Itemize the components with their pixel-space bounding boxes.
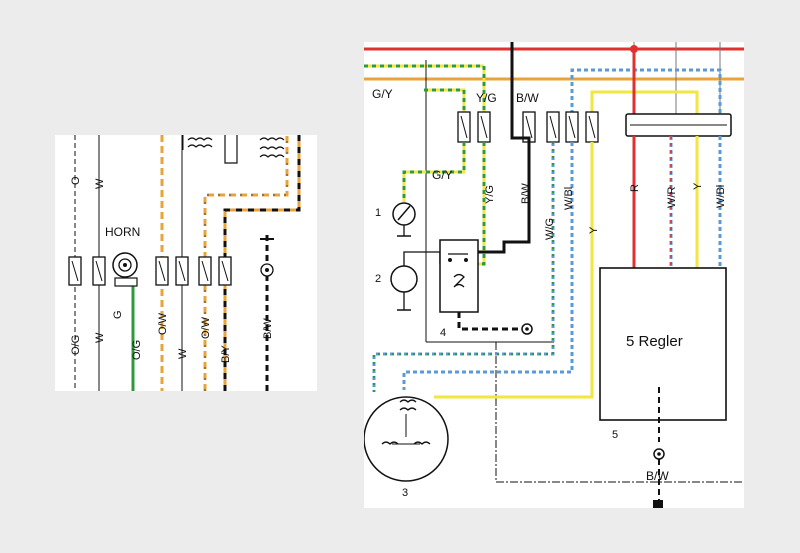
- ground-plug: [653, 500, 663, 508]
- label-mid-y: Y: [588, 226, 600, 234]
- relay-outline: [224, 135, 238, 164]
- label-mid-y2: Y: [692, 182, 704, 190]
- component-1-switch: [392, 202, 416, 237]
- regulator-box: [599, 267, 727, 421]
- label-regulator: 5 Regler: [626, 333, 683, 350]
- wire-bw-ground: [457, 312, 527, 331]
- label-bw: B/W: [262, 318, 274, 339]
- label-top-yg: Y/G: [476, 91, 497, 105]
- label-g: G: [112, 310, 124, 319]
- label-og-1: O/G: [70, 335, 82, 355]
- label-mid-wbl2: W/Bl: [715, 185, 727, 208]
- wire-ow-trace: [204, 135, 288, 391]
- regulator-wiring-panel: G/Y Y/G B/W G/Y Y/G B/W W/G W/Bl Y R W/R…: [364, 42, 744, 508]
- label-top-o: O: [70, 176, 82, 185]
- wire-y-top: [590, 90, 699, 114]
- label-top-w: W: [94, 178, 106, 189]
- label-by: B/Y: [220, 345, 232, 363]
- label-ow-1: O/W: [157, 312, 169, 335]
- label-bottom-bw: B/W: [646, 469, 669, 483]
- wire-ow: [203, 135, 289, 391]
- label-ow-2: O/W: [200, 316, 212, 339]
- label-mid-r: R: [629, 184, 641, 192]
- component-2-lamp: [390, 251, 441, 311]
- left-wires: [74, 135, 301, 391]
- label-component-2: 2: [375, 273, 381, 285]
- coil-top-1: [187, 137, 213, 141]
- component-3-generator: [364, 396, 449, 482]
- right-connectors: [457, 111, 732, 143]
- label-mid-wbl: W/Bl: [563, 187, 575, 210]
- regulator-wiring-diagram: G/Y Y/G B/W G/Y Y/G B/W W/G W/Bl Y R W/R…: [364, 42, 744, 508]
- label-component-3: 3: [402, 487, 408, 499]
- wire-wbl-low: [402, 142, 574, 390]
- label-top-gy: G/Y: [372, 87, 393, 101]
- label-mid-wg: W/G: [544, 218, 556, 240]
- coil-top-5: [259, 154, 285, 158]
- horn-base: [114, 277, 138, 287]
- label-mid-gy: G/Y: [432, 168, 453, 182]
- wire-wbl-top: [570, 68, 722, 114]
- coil-top-3: [259, 137, 285, 141]
- component-4-relay: [439, 239, 479, 313]
- coil-top-4: [259, 146, 285, 150]
- wire-y-low: [434, 142, 594, 399]
- label-mid-wr: W/R: [666, 187, 678, 208]
- wire-gy-branch: [424, 88, 466, 114]
- horn-wiring-panel: O W HORN O/G W G O/G O/W W O/W B/Y B/W: [55, 135, 317, 391]
- label-og-2: O/G: [131, 340, 143, 360]
- horn-wiring-diagram: O W HORN O/G W G O/G O/W W O/W B/Y B/W: [68, 135, 301, 391]
- label-horn: HORN: [105, 225, 140, 239]
- wire-by-stripe: [223, 135, 301, 391]
- label-mid-bw: B/W: [520, 183, 532, 204]
- label-top-bw: B/W: [516, 91, 539, 105]
- label-component-4: 4: [440, 327, 446, 339]
- label-w-2: W: [177, 348, 189, 359]
- red-junction: [630, 45, 638, 53]
- wire-bw-low: [440, 142, 531, 254]
- left-connectors: [68, 252, 274, 287]
- label-component-5: 5: [612, 429, 618, 441]
- label-w-1: W: [94, 332, 106, 343]
- label-component-1: 1: [375, 207, 381, 219]
- coil-top-2: [187, 144, 213, 148]
- label-mid-yg: Y/G: [484, 185, 496, 204]
